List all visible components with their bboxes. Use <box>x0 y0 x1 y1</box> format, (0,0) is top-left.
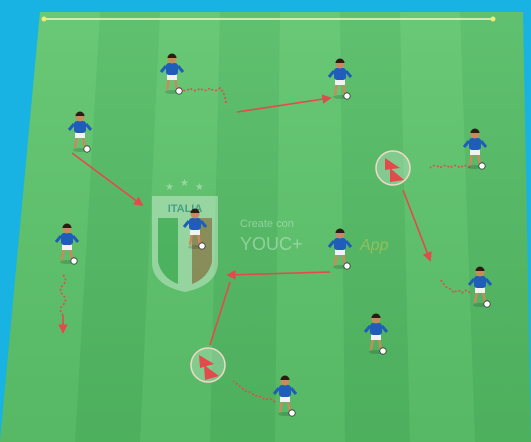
ball-icon <box>479 163 485 169</box>
watermark-line1: Create con <box>240 218 294 230</box>
ball-icon <box>484 301 490 307</box>
ball-icon <box>344 263 350 269</box>
watermark-line2-b: App <box>359 237 389 254</box>
ball-icon <box>344 93 350 99</box>
ball-icon <box>380 348 386 354</box>
ball-icon <box>199 243 205 249</box>
corner-cone <box>42 17 47 22</box>
ball-icon <box>71 258 77 264</box>
ball-icon <box>289 410 295 416</box>
svg-text:★: ★ <box>195 182 204 193</box>
svg-text:★: ★ <box>165 182 174 193</box>
corner-cone <box>491 17 496 22</box>
ball-icon <box>176 88 182 94</box>
watermark-line2-a: YOUC+ <box>240 234 303 254</box>
ball-icon <box>84 146 90 152</box>
svg-text:★: ★ <box>180 178 189 189</box>
